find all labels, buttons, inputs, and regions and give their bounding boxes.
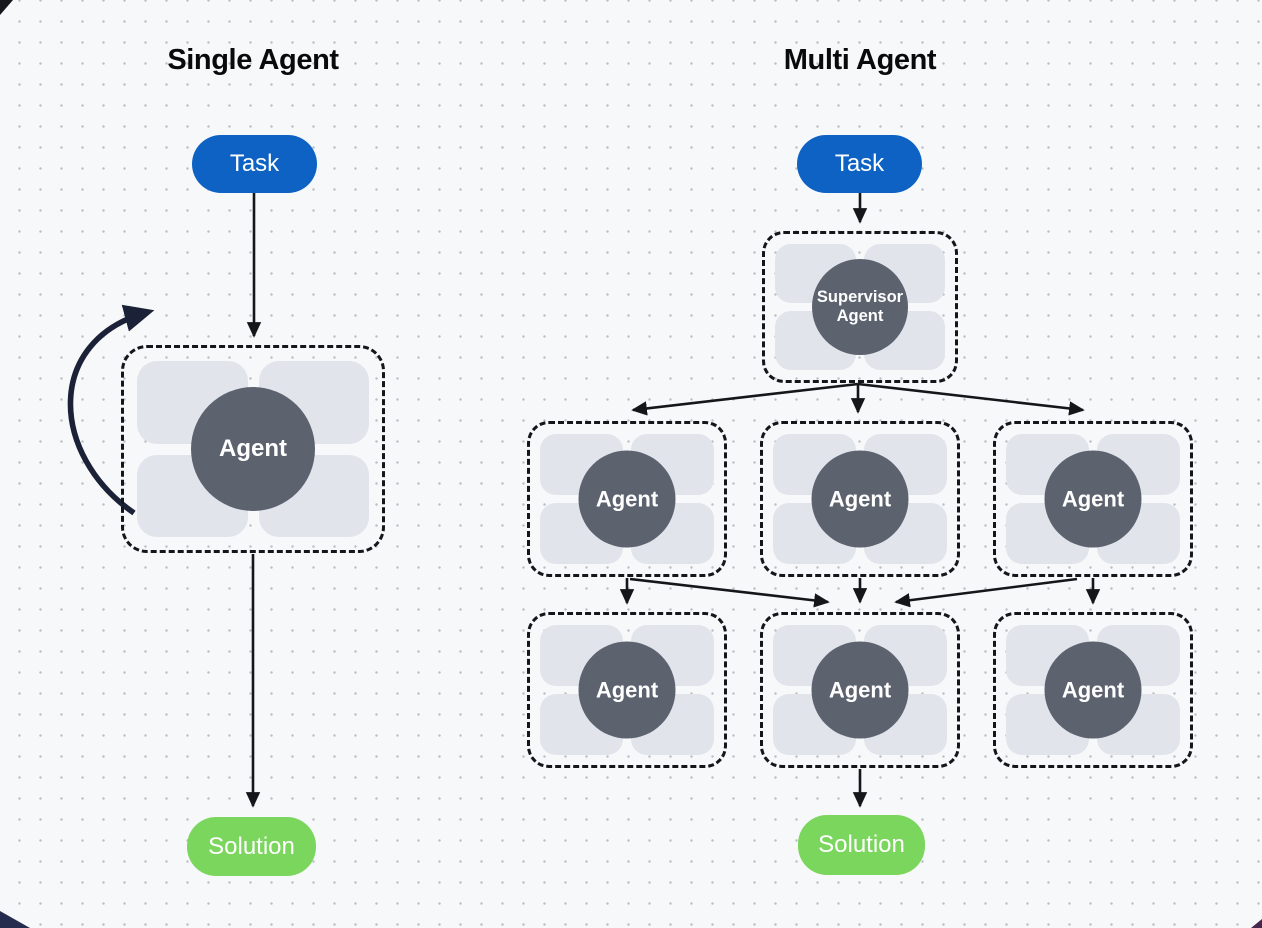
- single-task-pill: Task: [192, 135, 317, 193]
- worker-agent-box-r2-left: Agent: [527, 612, 727, 768]
- single-solution-label: Solution: [208, 832, 295, 860]
- multi-task-label: Task: [834, 150, 885, 177]
- supervisor-agent-box: Supervisor Agent: [762, 231, 958, 383]
- supervisor-agent-circle: Supervisor Agent: [812, 259, 908, 355]
- worker-agent-circle: Agent: [1044, 641, 1142, 739]
- worker-agent-circle: Agent: [578, 450, 676, 548]
- single-task-label: Task: [229, 150, 280, 177]
- worker-agent-label: Agent: [595, 486, 659, 512]
- multi-task-pill: Task: [797, 135, 922, 193]
- corner-decoration-bottom-right: [1251, 919, 1262, 928]
- worker-agent-box-r2-right: Agent: [993, 612, 1193, 768]
- multi-agent-title: Multi Agent: [783, 44, 937, 76]
- corner-decoration-bottom-left: [0, 911, 30, 928]
- worker-agent-circle: Agent: [811, 641, 909, 739]
- worker-agent-circle: Agent: [578, 641, 676, 739]
- corner-decoration-top-left: [0, 0, 13, 15]
- worker-agent-box-r1-left: Agent: [527, 421, 727, 577]
- worker-agent-label: Agent: [1061, 486, 1125, 512]
- worker-agent-box-r2-center: Agent: [760, 612, 960, 768]
- worker-agent-box-r1-right: Agent: [993, 421, 1193, 577]
- multi-solution-label: Solution: [818, 831, 905, 858]
- single-agent-box: Agent: [121, 345, 385, 553]
- supervisor-agent-label: Supervisor Agent: [816, 288, 904, 325]
- worker-agent-circle: Agent: [811, 450, 909, 548]
- single-agent-title: Single Agent: [167, 44, 339, 76]
- worker-agent-label: Agent: [1061, 677, 1125, 703]
- worker-agent-circle: Agent: [1044, 450, 1142, 548]
- worker-agent-label: Agent: [595, 677, 659, 703]
- single-solution-pill: Solution: [187, 817, 316, 876]
- single-agent-circle: Agent: [191, 387, 315, 511]
- worker-agent-label: Agent: [828, 486, 892, 512]
- worker-agent-box-r1-center: Agent: [760, 421, 960, 577]
- worker-agent-label: Agent: [828, 677, 892, 703]
- single-agent-label: Agent: [219, 435, 287, 463]
- multi-solution-pill: Solution: [798, 815, 925, 875]
